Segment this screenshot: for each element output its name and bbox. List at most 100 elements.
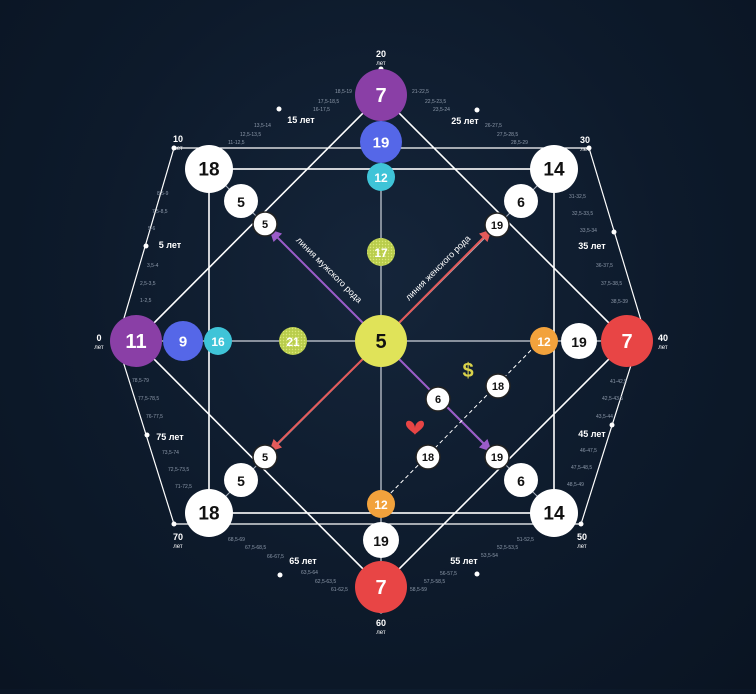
node-outer-bottom-value: 7: [375, 577, 386, 599]
node-top-second-value: 19: [373, 135, 390, 152]
age-labels: 20 лет 30 лет 40 лет 50 лет 60 лет 70 ле…: [94, 49, 668, 636]
age-10: 10: [173, 134, 183, 144]
node-outer-right-value: 7: [621, 331, 632, 353]
age-20-unit: лет: [376, 61, 386, 67]
age-35: 35 лет: [578, 241, 606, 251]
age-0-unit: лет: [94, 345, 104, 351]
node-outer-left: 11: [110, 315, 162, 367]
node-money-mid-value: 6: [435, 394, 441, 406]
node-tr-inner: 19: [484, 212, 510, 238]
age-60-unit: лет: [376, 630, 386, 636]
node-bottom-second-value: 19: [373, 533, 389, 549]
node-tl-inner: 5: [252, 211, 278, 237]
range-e9-3: 43,5-44: [596, 414, 613, 420]
range-e9-1: 41-42,5: [610, 379, 627, 385]
node-outer-top-value: 7: [375, 85, 386, 107]
node-outer-left-value: 11: [125, 331, 146, 353]
range-e10-3: 48,5-49: [567, 482, 584, 488]
node-outer-bottom-left-circle: [185, 489, 233, 537]
range-e10-1: 46-47,5: [580, 448, 597, 454]
range-e3-3: 13,5-14: [254, 123, 271, 129]
node-bottom-third-circle: [367, 490, 395, 518]
node-tr-outer: 6: [504, 184, 538, 218]
age-ranges: 1-2,5 2,5-3,5 3,5-4 5-6 7,5-8,5 8,5-9 11…: [132, 89, 628, 593]
range-e5-2: 22,5-23,5: [425, 99, 446, 105]
money-line: [380, 340, 541, 504]
node-top-fourth-value: 17: [374, 246, 388, 260]
node-money-mid: 6: [425, 386, 451, 412]
node-outer-bottom-right: 14: [530, 489, 578, 537]
age-70-unit: лет: [173, 544, 183, 550]
age-50: 50: [577, 532, 587, 542]
age-15: 15 лет: [287, 115, 315, 125]
range-e14-3: 68,5-69: [228, 537, 245, 543]
node-money-upper-circle: [485, 373, 511, 399]
node-bl-outer: 5: [224, 463, 258, 497]
node-bottom-second: 19: [363, 522, 399, 558]
range-e6-2: 27,5-28,5: [497, 132, 518, 138]
node-br-outer-value: 6: [517, 473, 525, 489]
range-e9-2: 42,5-43,5: [602, 396, 623, 402]
range-e10-2: 47,5-48,5: [571, 465, 592, 471]
node-outer-top-right-value: 14: [543, 160, 565, 181]
range-e4-1: 16-17,5: [313, 107, 330, 113]
node-tl-inner-circle: [252, 211, 278, 237]
range-e2-3: 8,5-9: [157, 191, 169, 197]
range-e14-1: 66-67,5: [267, 554, 284, 560]
node-money-lower-circle: [415, 444, 441, 470]
range-e2-1: 5-6: [148, 226, 155, 232]
range-e16-1: 76-77,5: [146, 414, 163, 420]
node-top-second: 19: [360, 121, 402, 163]
node-outer-top-left-value: 18: [198, 160, 219, 181]
male-line-label: линия мужского рода: [294, 235, 364, 305]
age-30: 30: [580, 135, 590, 145]
range-e16-2: 77,5-78,5: [138, 396, 159, 402]
node-bottom-third-value: 12: [374, 498, 388, 512]
range-e13-1: 61-62,5: [331, 587, 348, 593]
node-left-fourth: 21: [279, 327, 307, 355]
range-e12-2: 57,5-58,5: [424, 579, 445, 585]
age-40: 40: [658, 333, 668, 343]
node-tr-outer-value: 6: [517, 194, 525, 210]
age-70: 70: [173, 532, 183, 542]
node-top-second-circle: [360, 121, 402, 163]
age-10-unit: лет: [173, 146, 183, 152]
range-e4-2: 17,5-18,5: [318, 99, 339, 105]
node-money-lower-value: 18: [422, 452, 434, 464]
node-tl-outer-circle: [224, 184, 258, 218]
age-75: 75 лет: [156, 432, 184, 442]
range-e7-2: 32,5-33,5: [572, 211, 593, 217]
age-5: 5 лет: [159, 240, 182, 250]
node-money-upper: 18: [485, 373, 511, 399]
node-outer-top-circle: [355, 69, 407, 121]
node-bl-inner: 5: [252, 444, 278, 470]
node-top-fourth-circle: [367, 238, 395, 266]
node-right-third-value: 12: [537, 335, 551, 349]
node-bl-outer-circle: [224, 463, 258, 497]
range-e16-3: 78,5-79: [132, 378, 149, 384]
heart-icon: [406, 420, 424, 435]
node-tl-outer-value: 5: [237, 194, 245, 210]
age-45: 45 лет: [578, 429, 606, 439]
node-bottom-second-circle: [363, 522, 399, 558]
node-left-second-circle: [163, 321, 203, 361]
node-outer-bottom-circle: [355, 561, 407, 613]
node-right-third: 12: [530, 327, 558, 355]
node-money-lower: 18: [415, 444, 441, 470]
node-right-second-value: 19: [571, 334, 587, 350]
range-e3-2: 12,5-13,5: [240, 132, 261, 138]
node-br-inner-circle: [484, 444, 510, 470]
age-0: 0: [96, 333, 101, 343]
node-top-fourth: 17: [367, 238, 395, 266]
node-center-circle: [355, 315, 407, 367]
node-tr-inner-circle: [484, 212, 510, 238]
range-e11-3: 53,5-54: [481, 553, 498, 559]
range-e3-1: 11-12,5: [228, 140, 245, 146]
node-right-second: 19: [561, 323, 597, 359]
dollar-icon: $: [462, 360, 473, 382]
node-outer-right: 7: [601, 315, 653, 367]
node-right-third-circle: [530, 327, 558, 355]
range-e11-2: 52,5-53,5: [497, 545, 518, 551]
node-outer-top: 7: [355, 69, 407, 121]
